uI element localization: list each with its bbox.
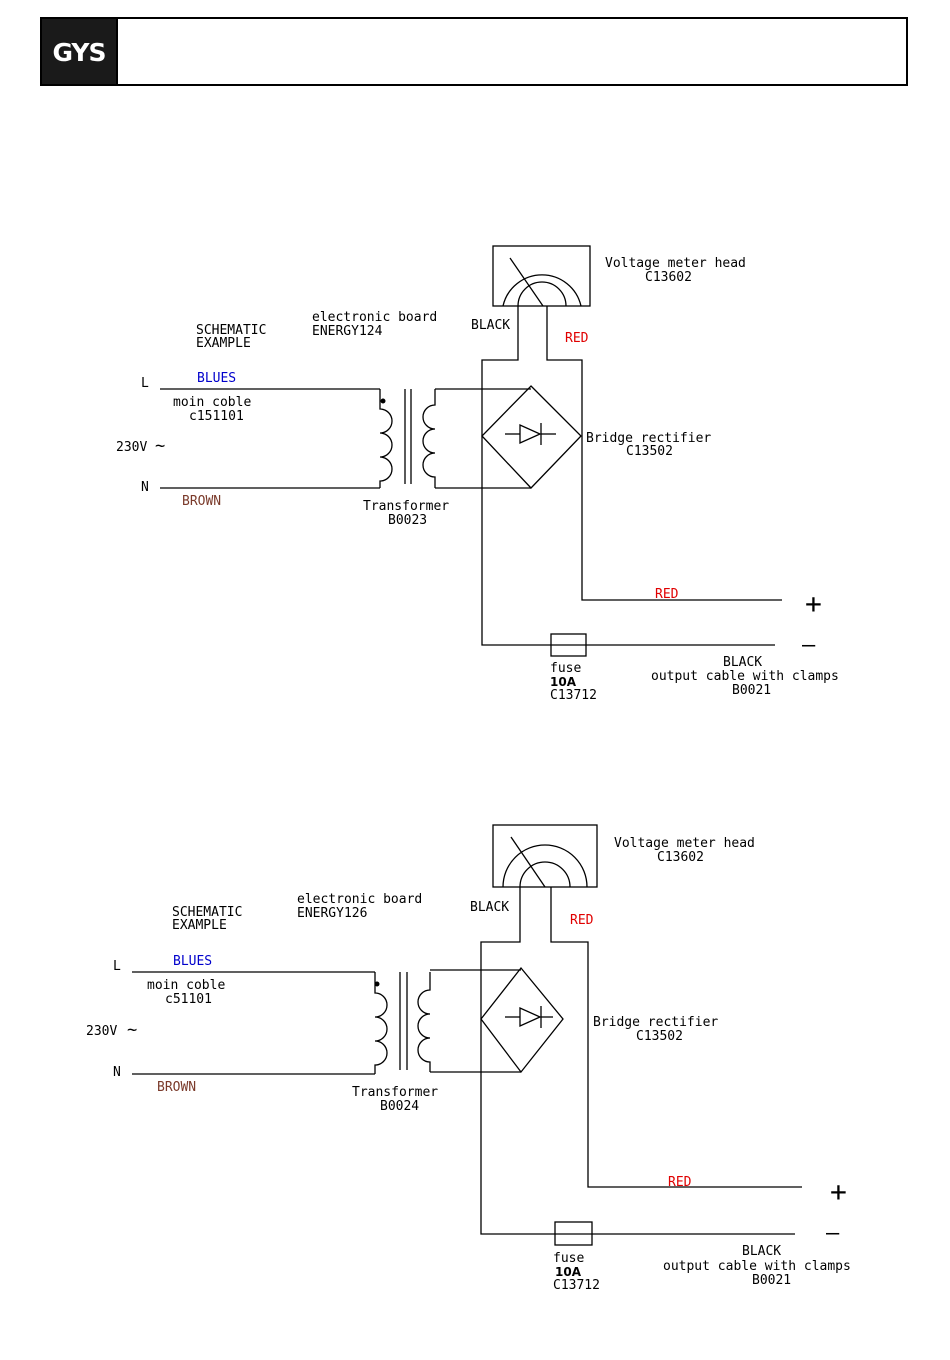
cable-label: moin coble xyxy=(173,395,251,410)
meter-dial-outer xyxy=(502,844,588,888)
voltage-label: 230V xyxy=(116,440,147,455)
meter-code: C13602 xyxy=(645,270,692,285)
minus-symbol: — xyxy=(802,633,816,658)
meter-name: Voltage meter head xyxy=(605,256,746,271)
cable-code-line: c51101 xyxy=(165,992,212,1007)
meter-box xyxy=(492,824,598,888)
polarity-dot xyxy=(374,981,380,987)
transformer-name: Transformer xyxy=(352,1085,438,1100)
plus-symbol: + xyxy=(805,587,822,620)
transformer-code: B0023 xyxy=(388,513,427,528)
meter-wire-red: RED xyxy=(565,331,589,346)
transformer-code: B0024 xyxy=(380,1099,419,1114)
schematic-label-2: EXAMPLE xyxy=(196,336,251,351)
secondary-coil xyxy=(417,972,431,1072)
bridge-rectifier xyxy=(481,385,582,489)
polarity-dot xyxy=(380,398,386,404)
output-red-label: RED xyxy=(668,1175,692,1190)
logo-text: GYS xyxy=(52,38,106,67)
fuse-rating: 10A xyxy=(550,675,577,689)
terminal-l: L xyxy=(113,959,121,974)
ac-symbol: ~ xyxy=(155,436,165,456)
black-output-wire xyxy=(481,306,775,646)
rectifier-code: C13502 xyxy=(626,444,673,459)
rectifier-code: C13502 xyxy=(636,1029,683,1044)
cable-label: moin coble xyxy=(147,978,225,993)
output-cable-code: B0021 xyxy=(732,683,771,698)
schematic-1: SCHEMATIC EXAMPLE electronic board ENERG… xyxy=(116,245,839,703)
output-cable-name: output cable with clamps xyxy=(651,669,839,684)
board-label-1: electronic board xyxy=(297,892,422,907)
board-label-2: ENERGY126 xyxy=(297,906,367,921)
voltage-label: 230V xyxy=(86,1024,117,1039)
fuse-icon xyxy=(550,633,587,657)
fuse-code: C13712 xyxy=(550,688,597,703)
output-black-label: BLACK xyxy=(742,1244,781,1259)
plus-symbol: + xyxy=(830,1175,847,1208)
cable-code: 151101 xyxy=(197,409,244,424)
wire-blue-label: BLUES xyxy=(173,954,212,969)
fuse-rating: 10A xyxy=(555,1265,582,1279)
red-output-wire xyxy=(546,306,782,601)
schematic-2: SCHEMATIC EXAMPLE electronic board ENERG… xyxy=(86,824,851,1293)
output-cable-name: output cable with clamps xyxy=(663,1259,851,1274)
meter-wire-black: BLACK xyxy=(471,318,510,333)
secondary-coil xyxy=(422,389,436,488)
cable-code: 51101 xyxy=(173,992,212,1007)
meter-wire-black: BLACK xyxy=(470,900,509,915)
black-output-wire xyxy=(480,887,795,1235)
fuse-icon xyxy=(554,1221,593,1246)
primary-coil xyxy=(374,972,388,1074)
cable-prefix: c xyxy=(189,409,197,424)
board-label-2: ENERGY124 xyxy=(312,324,383,339)
red-output-wire xyxy=(550,887,802,1188)
diode-icon xyxy=(519,1006,542,1028)
schematic-label-1: SCHEMATIC xyxy=(196,323,266,338)
wire-blue-label: BLUES xyxy=(197,371,236,386)
meter-dial-inner xyxy=(517,281,567,307)
wire-brown-label: BROWN xyxy=(182,494,221,509)
transformer-name: Transformer xyxy=(363,499,449,514)
output-red-label: RED xyxy=(655,587,679,602)
meter-wire-red: RED xyxy=(570,913,594,928)
meter-box xyxy=(492,245,591,307)
schematic-label-1: SCHEMATIC xyxy=(172,905,242,920)
diode-icon xyxy=(519,423,542,445)
schematic-label-2: EXAMPLE xyxy=(172,918,227,933)
meter-code: C13602 xyxy=(657,850,704,865)
output-black-label: BLACK xyxy=(723,655,762,670)
meter-needle xyxy=(510,836,546,888)
terminal-n: N xyxy=(113,1065,121,1080)
page-header: GYS xyxy=(40,17,908,86)
terminal-l: L xyxy=(141,376,149,391)
wire-brown-label: BROWN xyxy=(157,1080,196,1095)
minus-symbol: — xyxy=(826,1221,840,1246)
meter-name: Voltage meter head xyxy=(614,836,755,851)
meter-dial-inner xyxy=(519,861,571,888)
output-cable-code: B0021 xyxy=(752,1273,791,1288)
primary-coil xyxy=(379,389,393,488)
rectifier-name: Bridge rectifier xyxy=(593,1015,718,1030)
gys-logo: GYS xyxy=(42,19,118,84)
board-label-1: electronic board xyxy=(312,310,437,325)
cable-prefix: c xyxy=(165,992,173,1007)
meter-needle xyxy=(509,257,544,307)
bridge-rectifier xyxy=(480,966,564,1074)
terminal-n: N xyxy=(141,480,149,495)
meter-dial-outer xyxy=(502,274,582,307)
fuse-name: fuse xyxy=(553,1251,584,1266)
ac-symbol: ~ xyxy=(127,1020,137,1040)
rectifier-name: Bridge rectifier xyxy=(586,431,711,446)
fuse-name: fuse xyxy=(550,661,581,676)
cable-code-line: c151101 xyxy=(189,409,244,424)
fuse-code: C13712 xyxy=(553,1278,600,1293)
